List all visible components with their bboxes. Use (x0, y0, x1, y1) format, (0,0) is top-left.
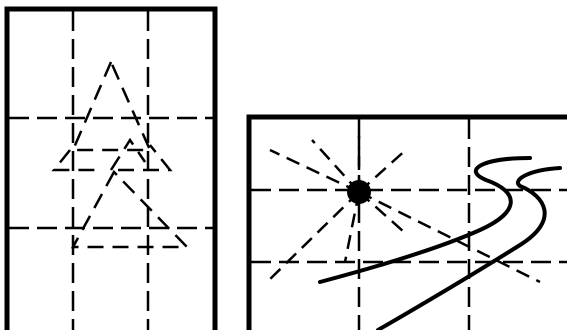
sun-disc (347, 180, 371, 204)
sun-ray (359, 192, 540, 282)
landscape-panel (249, 117, 567, 330)
portrait-panel (7, 9, 215, 330)
landscape-frame (249, 117, 567, 330)
road-edge-left (320, 158, 530, 282)
tree-top-triangle (73, 62, 150, 150)
tree-bottom-triangle (73, 172, 187, 247)
tree-center-peak (111, 140, 145, 170)
sun-ray (270, 150, 359, 192)
tree-middle-left-branch (54, 150, 100, 170)
sun-ray (267, 192, 359, 282)
